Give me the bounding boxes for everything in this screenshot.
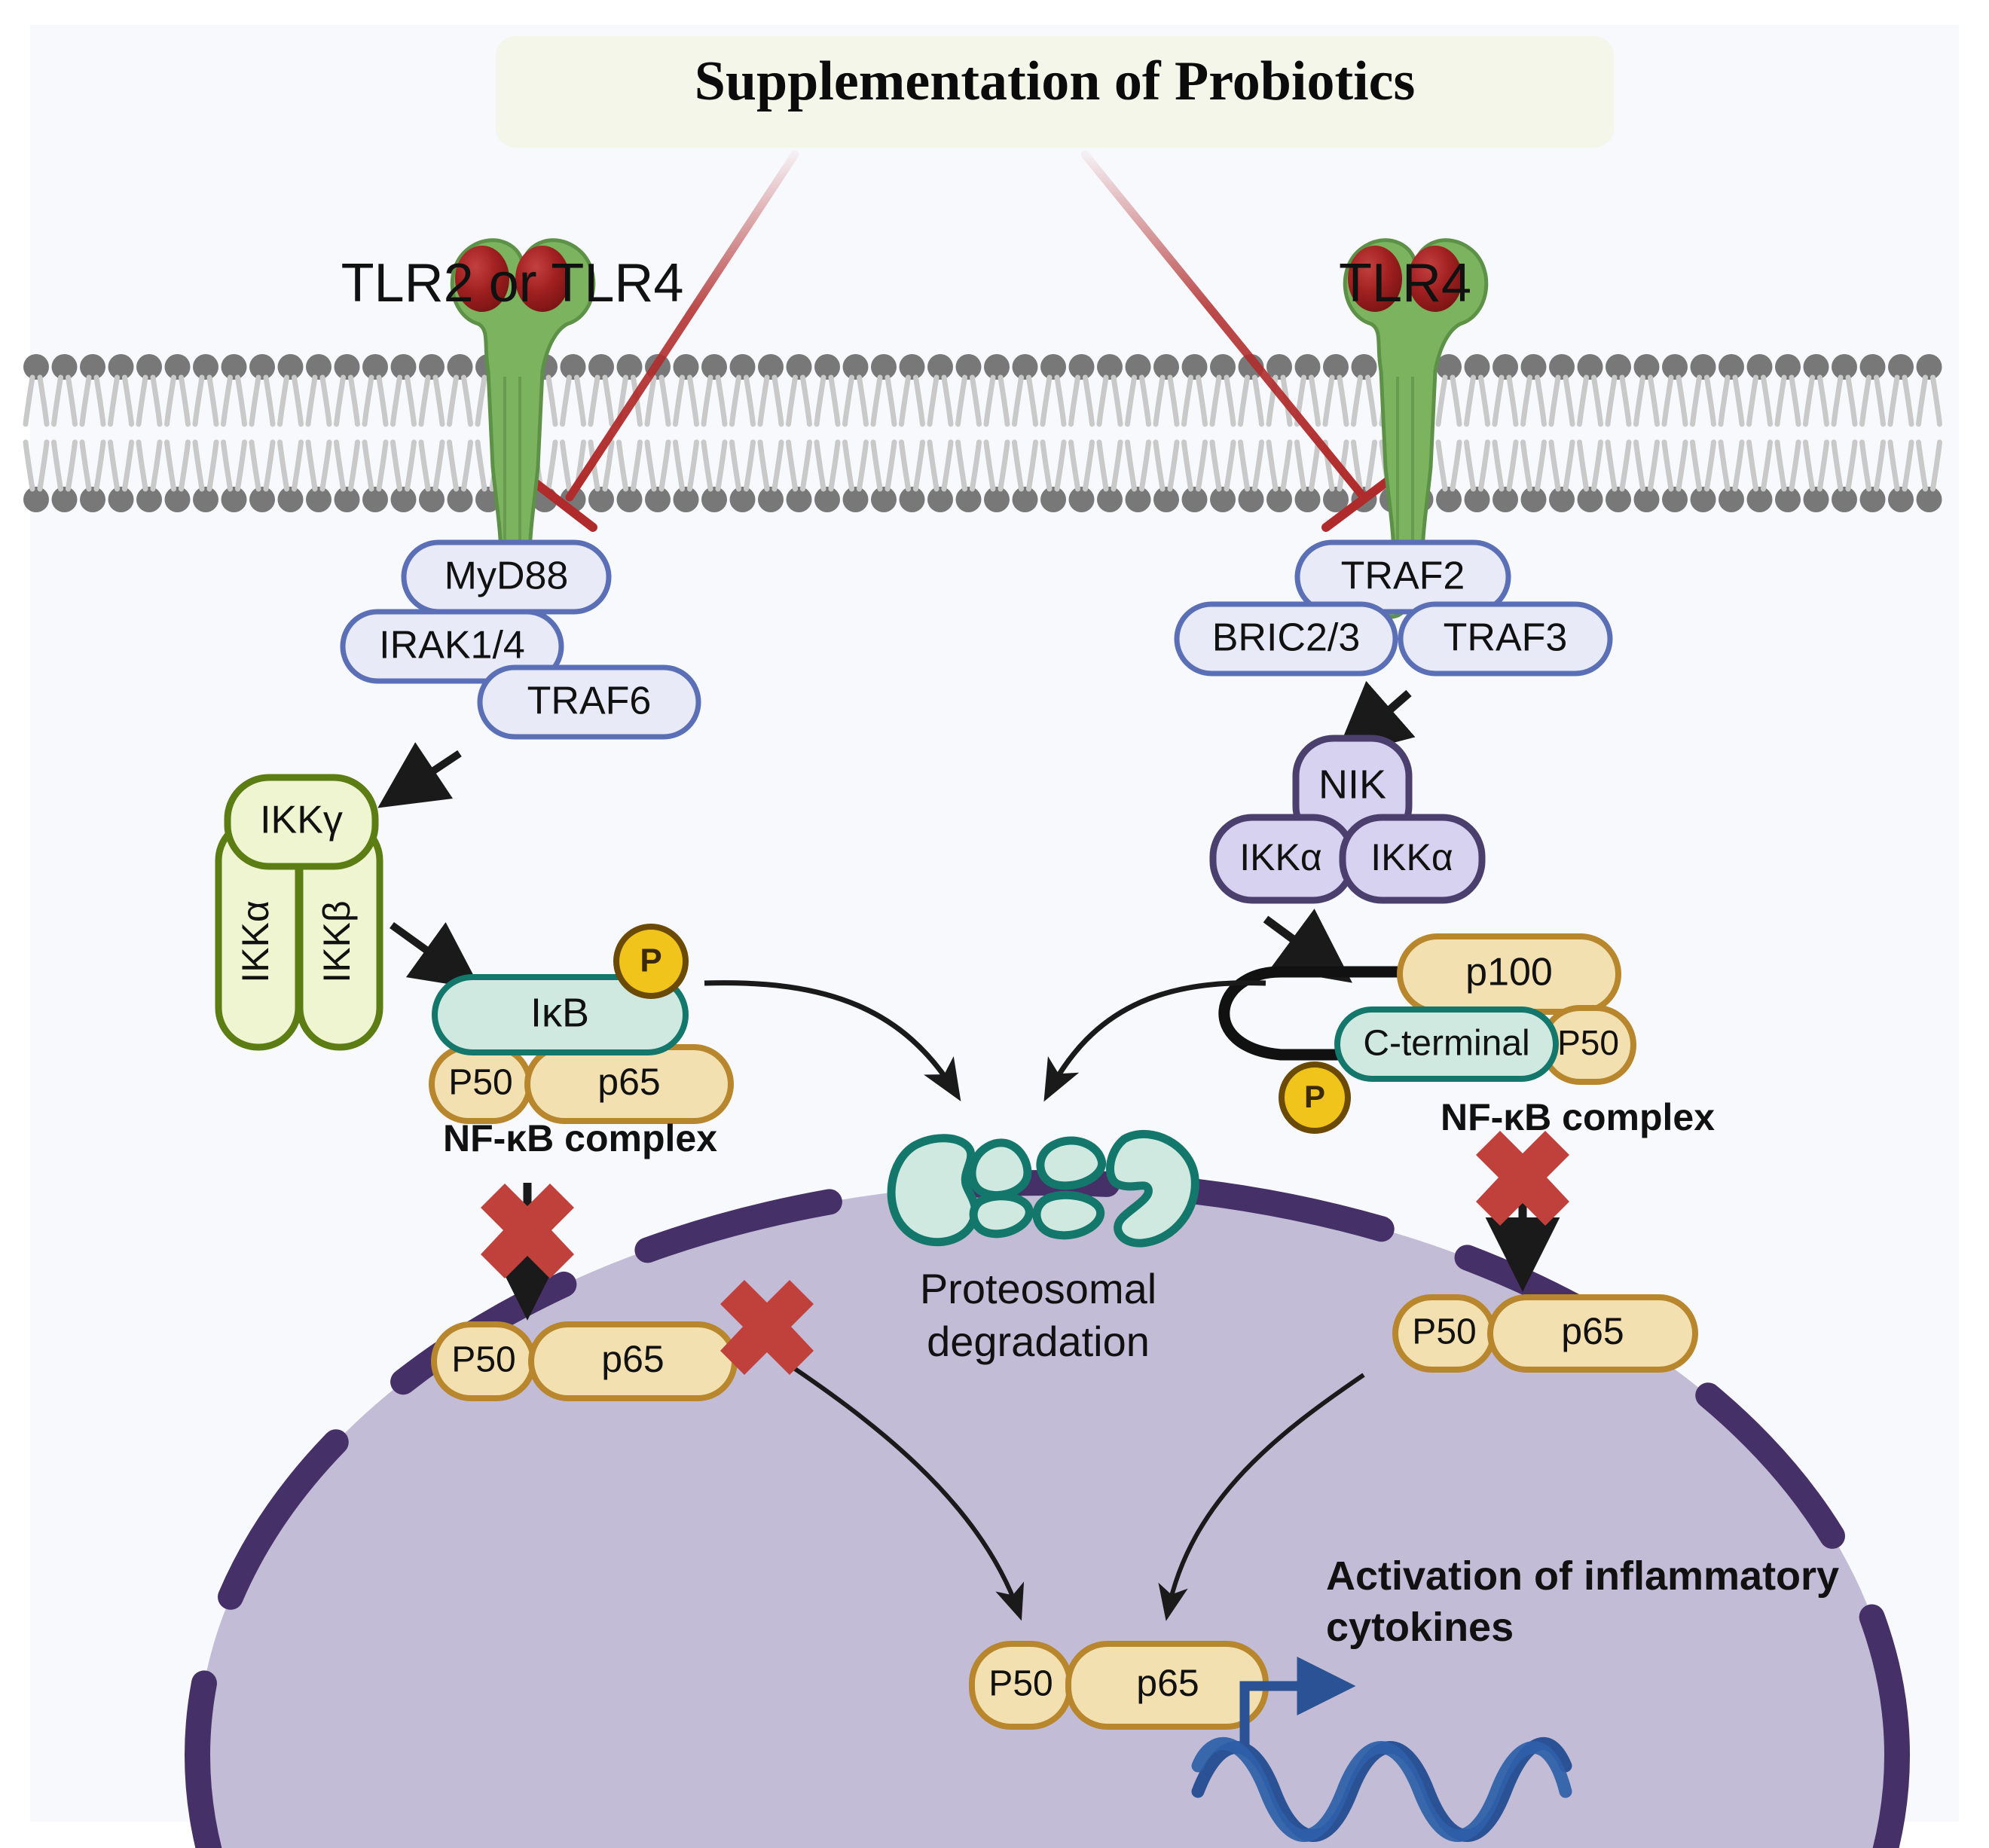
dna-helix [1191,1737,1572,1842]
p50-label: P50 [451,1340,515,1380]
ikka-left-label: IKKα [1239,836,1322,878]
cterminal-label: C-terminal [1363,1024,1529,1064]
ikk-complex: IKKγ IKKα IKKβ [215,774,383,1051]
adaptor-myd88[interactable]: MyD88 [401,539,612,615]
activation-label-line1: Activation of inflammatory [1326,1553,1839,1599]
tlr-left-label: TLR2 or TLR4 [341,253,684,313]
nuclear-nfkb-complex: P50 p65 [969,1641,1269,1730]
arrow-left-to-nucleus [775,1354,1025,1621]
arrow-nik-to-p100 [1263,909,1352,983]
adaptor-bric23[interactable]: BRIC2/3 [1174,601,1398,677]
inhibition-left [523,150,799,532]
ikb-label: IκB [530,990,589,1035]
proteosome-label-line1: Proteosomal [920,1265,1156,1312]
adaptor-irak14[interactable]: IRAK1/4 [340,609,564,684]
phospho-right [1279,1061,1351,1134]
phospho-label: P [640,942,661,979]
p50-label: P50 [1412,1312,1476,1352]
tlr-right-label: TLR4 [1339,253,1471,313]
adaptor-label: TRAF2 [1341,554,1465,598]
arrow-ikb-to-proteosome [704,980,961,1101]
released-complex-right: P50 p65 [1392,1294,1698,1373]
arrow-ikk-to-ikb [390,921,481,990]
released-complex-left: P50 p65 [431,1321,738,1401]
p65-box[interactable] [1487,1294,1698,1373]
ligand-right-2 [1408,246,1462,312]
adaptor-label: TRAF3 [1444,616,1568,660]
adaptor-label: TRAF6 [527,680,652,723]
nfkb-caption-left: NF-κB complex [443,1117,717,1159]
cross-left-nuclear [481,1184,574,1278]
cterminal-box[interactable] [1334,1006,1559,1082]
ligand-right-1 [1348,246,1402,312]
cross-left-entry [720,1280,814,1375]
ikk-gamma-label: IKKγ [260,799,343,842]
p65-label: p65 [1136,1662,1199,1704]
ikka-right-box[interactable] [1339,814,1486,904]
proteosome-label-line2: degradation [927,1318,1150,1365]
phospho-label: P [1304,1079,1325,1114]
ligand-left-1 [455,246,509,312]
arrow-right-to-nucleus [1158,1373,1365,1621]
p100-label: p100 [1465,951,1553,994]
proteosome-icon [887,1129,1199,1248]
cross-right-nuclear [1476,1131,1569,1226]
adaptor-label: BRIC2/3 [1212,616,1361,660]
p65-label: p65 [1561,1310,1624,1352]
transcription-arrow [1239,1657,1356,1748]
nik-complex: NIK IKKα IKKα [1209,735,1486,904]
ligand-left-2 [515,246,570,312]
adaptor-traf3[interactable]: TRAF3 [1398,601,1613,677]
p65-label: p65 [601,1338,664,1380]
adaptor-label: MyD88 [445,554,569,598]
nik-label: NIK [1318,762,1386,807]
adaptor-traf2[interactable]: TRAF2 [1294,539,1511,615]
ikka-right-label: IKKα [1370,836,1453,878]
phospho-left [613,924,689,999]
p50-label: P50 [448,1063,512,1103]
adaptor-traf6[interactable]: TRAF6 [477,664,701,740]
page-title: Supplementation of Probiotics [695,50,1416,112]
p65-label: p65 [597,1061,660,1103]
ikk-alpha-label: IKKα [234,900,277,983]
title-banner [496,36,1614,148]
arrow-p100-to-proteosome [1043,980,1266,1102]
p50-label: P50 [988,1664,1053,1704]
nfkb-complex-left: P IκB P50 p65 NF-κB complex [429,924,734,1159]
ikb-box[interactable] [432,974,689,1055]
p50-label: P50 [1557,1023,1619,1062]
p100-tail [1218,966,1422,1061]
activation-label-line2: cytokines [1326,1605,1514,1650]
ikk-gamma-box[interactable] [224,774,379,870]
adaptor-label: IRAK1/4 [379,624,525,667]
nfkb-caption-right: NF-κB complex [1441,1096,1715,1138]
arrow-traf6-to-ikk [377,742,462,808]
nfkb-complex-right: P p100 C-terminal P50 NF-κB complex [1218,933,1715,1138]
ikk-beta-label: IKKβ [316,900,358,982]
